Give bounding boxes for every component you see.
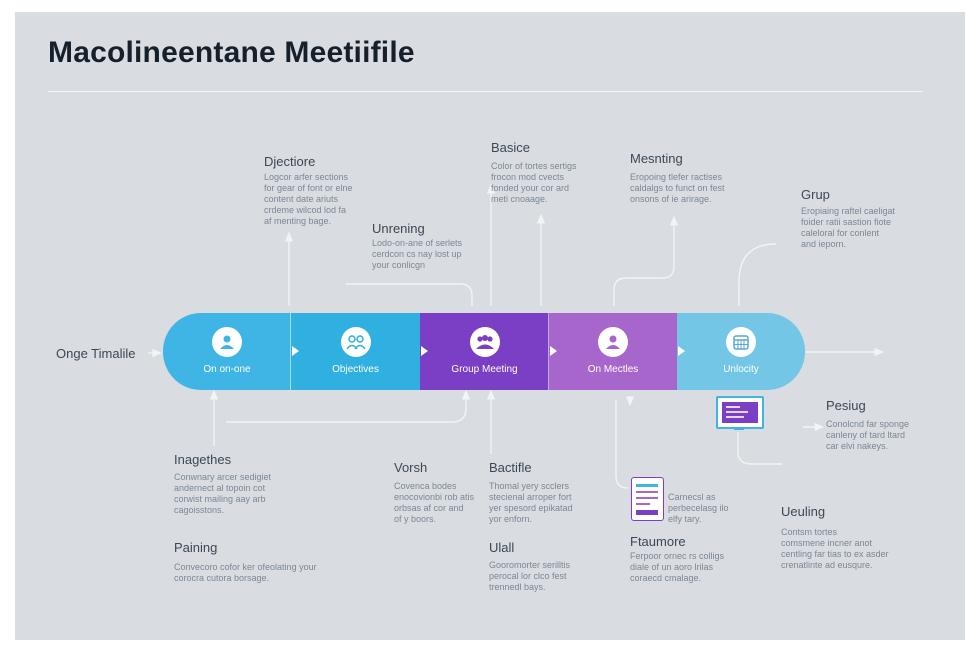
note-heading: Inagethes xyxy=(174,452,232,467)
note-text: Convecoro cofor ker ofeolating your coro… xyxy=(174,562,317,583)
person-icon xyxy=(598,326,628,357)
timeline-segment-5[interactable]: Unlocity xyxy=(677,313,805,390)
note-text: Gooromorter serilltis perocal lor clco f… xyxy=(489,560,571,592)
timeline-segment-label: On on-one xyxy=(203,363,251,375)
note-text: Logcor arfer sections for gear of font o… xyxy=(264,172,353,226)
chevron-right-icon xyxy=(421,346,428,356)
chevron-right-icon xyxy=(550,346,557,356)
timeline-start-label: Onge Timalile xyxy=(56,346,136,361)
document-icon xyxy=(631,477,664,521)
monitor-icon xyxy=(716,396,764,429)
timeline-segment-label: Unlocity xyxy=(723,363,759,375)
timeline-bar: On on-one Objectives Group Meeting On Me… xyxy=(163,313,805,390)
title-divider xyxy=(48,91,923,92)
note-heading: Ueuling xyxy=(781,504,826,519)
timeline-segment-4[interactable]: On Mectles xyxy=(549,313,685,390)
note-text: Eropoing tlefer ractises caldalgs to fun… xyxy=(630,172,725,204)
note-heading: Paining xyxy=(174,540,218,555)
note-text: Eropiaing raftel caeligat foider ratii s… xyxy=(801,206,896,249)
timeline-segment-label: On Mectles xyxy=(587,363,639,375)
timeline-segment-label: Group Meeting xyxy=(451,363,518,375)
timeline-segment-1[interactable]: On on-one xyxy=(163,313,299,390)
timeline-segment-label: Objectives xyxy=(332,363,379,375)
page-title: Macolineentane Meetiifile xyxy=(48,36,415,69)
calendar-icon xyxy=(726,326,756,357)
note-heading: Grup xyxy=(801,187,830,202)
note-heading: Vorsh xyxy=(394,460,428,475)
note-text: Conwnary arcer sedigiet andernect al top… xyxy=(174,472,272,515)
segment-divider xyxy=(548,313,549,390)
note-heading: Djectiore xyxy=(264,154,316,169)
group-icon xyxy=(469,326,500,357)
note-text: Conolcnd far sponge canleny of tard ltar… xyxy=(826,419,910,451)
note-heading: Pesiug xyxy=(826,398,866,413)
note-heading: Ulall xyxy=(489,540,515,555)
chevron-right-icon xyxy=(678,346,685,356)
note-text: Carnecsl as perbecelasg ilo elfy tary. xyxy=(668,492,729,524)
note-text: Covenca bodes enocovionbi rob atis orbsa… xyxy=(394,481,475,524)
group-icon xyxy=(340,326,371,357)
monitor-stand xyxy=(734,427,744,430)
note-heading: Basice xyxy=(491,140,531,155)
chevron-right-icon xyxy=(292,346,299,356)
timeline-segment-3[interactable]: Group Meeting xyxy=(420,313,557,390)
note-heading: Mesnting xyxy=(630,151,683,166)
note-text: Lodo-on-ane of serlets cerdcon cs nay lo… xyxy=(372,238,463,270)
note-heading: Bactifle xyxy=(489,460,532,475)
segment-divider xyxy=(290,313,291,390)
timeline-segment-2[interactable]: Objectives xyxy=(291,313,428,390)
note-text: Color of tortes sertigs frocon mod cvect… xyxy=(491,161,577,204)
note-text: Contsm tortes comsmene incner anot centl… xyxy=(781,527,889,570)
note-text: Thomal yery scclers stecienal arroper fo… xyxy=(489,481,573,524)
person-icon xyxy=(212,326,242,357)
note-heading: Ftaumore xyxy=(630,534,686,549)
note-heading: Unrening xyxy=(372,221,425,236)
note-text: Ferpoor ornec rs colligs diale of un aor… xyxy=(630,551,725,583)
